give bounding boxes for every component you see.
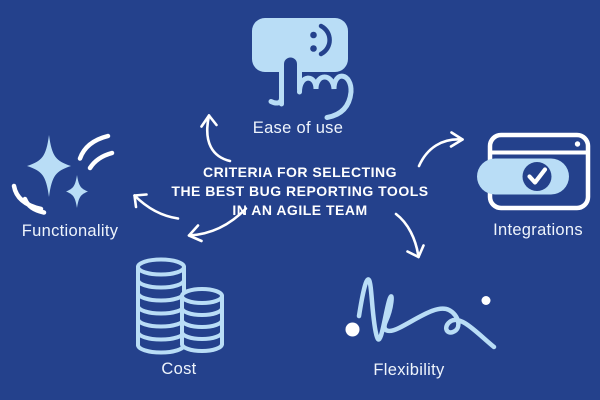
flexibility-dot-right xyxy=(481,296,491,305)
flexibility-icon xyxy=(345,277,497,350)
arrow-to-ease-of-use xyxy=(200,114,232,163)
label-cost: Cost xyxy=(161,360,197,378)
arrow-to-integrations xyxy=(417,131,464,168)
shine-arcs-bottom-left xyxy=(11,183,47,215)
label-flexibility: Flexibility xyxy=(373,361,445,379)
label-ease-of-use: Ease of use xyxy=(252,119,344,137)
label-functionality: Functionality xyxy=(21,222,119,240)
browser-dot xyxy=(574,141,581,147)
tap-hand-icon xyxy=(268,52,354,120)
squiggle-line xyxy=(356,277,497,350)
smiley-icon xyxy=(310,23,332,57)
sparkle-star-small xyxy=(66,175,88,208)
cost-icon xyxy=(136,257,224,355)
arrow-to-functionality xyxy=(133,193,180,220)
arrow-to-cost xyxy=(187,207,248,243)
shine-arcs-top-right xyxy=(77,133,115,171)
title-line-2: THE BEST BUG REPORTING TOOLS xyxy=(171,183,429,199)
integrations-icon xyxy=(477,132,591,211)
functionality-icon xyxy=(11,133,115,215)
title-line-1: CRITERIA FOR SELECTING xyxy=(202,164,398,180)
sparkle-star-large xyxy=(27,135,71,197)
flexibility-dot-left xyxy=(345,322,360,337)
title-line-3: IN AN AGILE TEAM xyxy=(232,202,368,218)
coin-stack-short xyxy=(180,287,224,353)
page-title: CRITERIA FOR SELECTING THE BEST BUG REPO… xyxy=(171,163,428,220)
ease-of-use-icon xyxy=(252,18,354,120)
check-icon xyxy=(527,167,548,185)
coin-stack-tall xyxy=(136,257,186,355)
button-shape xyxy=(252,18,348,72)
arrow-to-flexibility xyxy=(394,212,425,259)
label-integrations: Integrations xyxy=(493,221,583,239)
